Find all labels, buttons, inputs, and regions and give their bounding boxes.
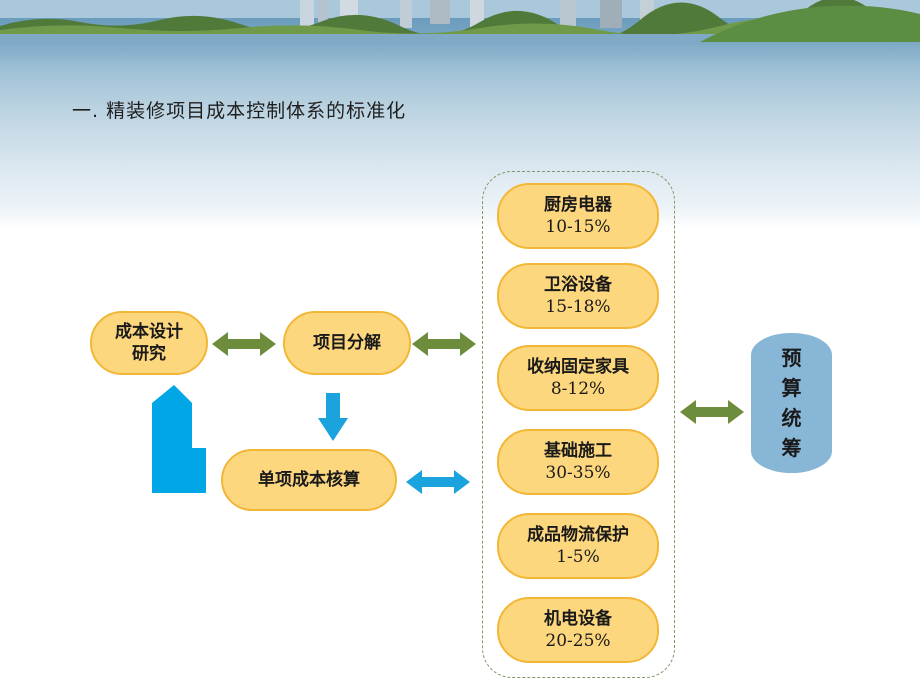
node-cost-design-research-line1: 成本设计 [115, 322, 183, 342]
lake-banner: 一. 精装修项目成本控制体系的标准化 [0, 0, 920, 230]
down-arrow-decompose-single [318, 393, 348, 441]
category-range: 8-12% [550, 379, 606, 399]
category-range: 30-35% [545, 463, 611, 483]
node-single-cost-accounting-label: 单项成本核算 [258, 470, 360, 490]
node-single-cost-accounting: 单项成本核算 [221, 449, 397, 511]
node-budget-planning: 预 算 统 筹 [751, 333, 832, 473]
category-kitchen-appliances: 厨房电器 10-15% [497, 183, 659, 249]
category-name: 成品物流保护 [527, 525, 629, 545]
budget-char: 统 [781, 406, 802, 430]
category-range: 15-18% [545, 297, 611, 317]
node-project-decomposition: 项目分解 [283, 311, 411, 375]
category-name: 机电设备 [544, 609, 612, 629]
category-mep-equipment: 机电设备 20-25% [497, 597, 659, 663]
category-range: 1-5% [556, 547, 600, 567]
category-sanitary-equipment: 卫浴设备 15-18% [497, 263, 659, 329]
category-logistics-protection: 成品物流保护 1-5% [497, 513, 659, 579]
page-title: 一. 精装修项目成本控制体系的标准化 [72, 100, 407, 122]
node-cost-design-research: 成本设计 研究 [90, 311, 208, 375]
category-base-construction: 基础施工 30-35% [497, 429, 659, 495]
category-storage-furniture: 收纳固定家具 8-12% [497, 345, 659, 411]
double-arrow-categories-budget [680, 400, 744, 424]
budget-char: 预 [781, 346, 802, 370]
budget-char: 筹 [781, 436, 802, 460]
bent-up-arrow-feedback [152, 385, 206, 493]
categories-group [482, 171, 675, 678]
category-name: 厨房电器 [544, 195, 612, 215]
category-range: 20-25% [545, 631, 611, 651]
double-arrow-decompose-categories [412, 332, 476, 356]
node-cost-design-research-line2: 研究 [132, 344, 166, 364]
category-name: 收纳固定家具 [527, 357, 629, 377]
budget-char: 算 [781, 376, 802, 400]
double-arrow-single-categories [406, 470, 470, 494]
node-project-decomposition-label: 项目分解 [313, 333, 381, 353]
category-range: 10-15% [545, 217, 611, 237]
double-arrow-research-decompose [212, 332, 276, 356]
city-skyline [0, 0, 920, 42]
category-name: 卫浴设备 [544, 275, 612, 295]
category-name: 基础施工 [544, 441, 612, 461]
